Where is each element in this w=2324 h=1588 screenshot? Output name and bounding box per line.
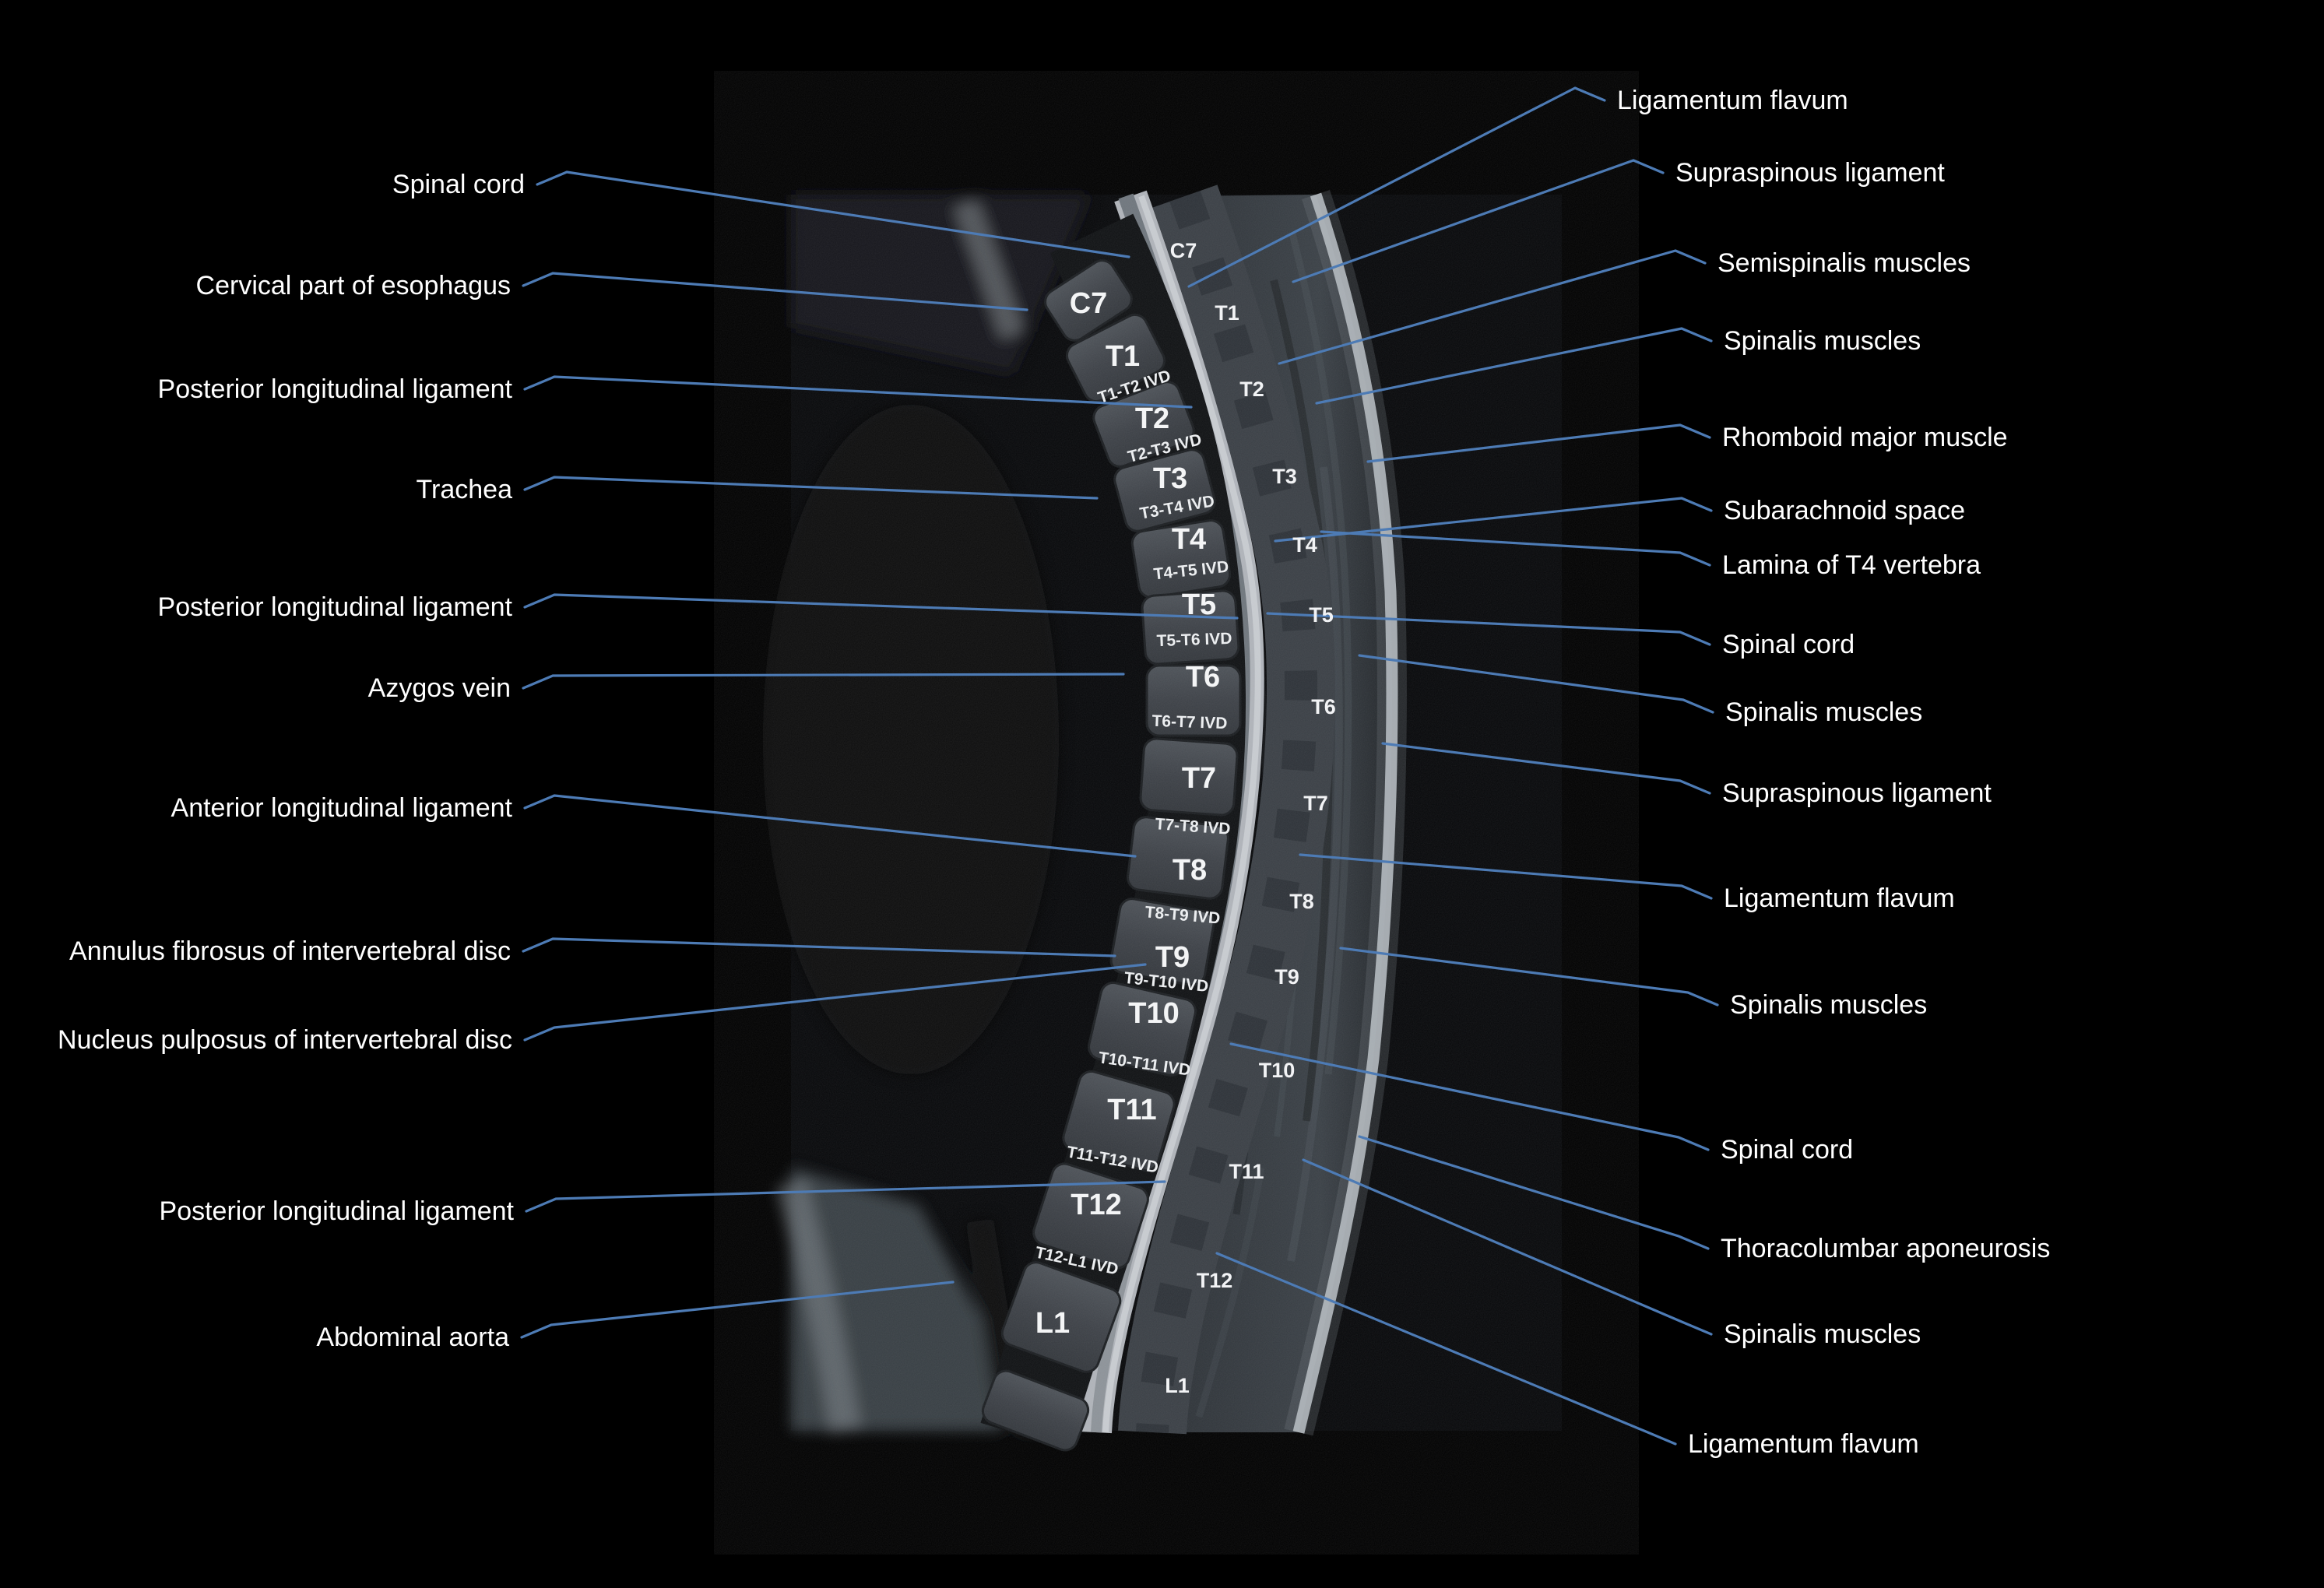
right-leader-line	[1315, 327, 1713, 405]
right-leader-line	[1366, 423, 1711, 463]
left-label: Posterior longitudinal ligament	[158, 374, 513, 404]
canal-label: T10	[1259, 1059, 1296, 1082]
right-label: Lamina of T4 vertebra	[1722, 550, 1981, 580]
right-leader-line	[1299, 853, 1713, 900]
right-leader-line	[1278, 249, 1707, 365]
disc-label: T6-T7 IVD	[1151, 712, 1228, 733]
left-leader-line	[536, 170, 1130, 258]
right-leader-line	[1266, 612, 1711, 646]
left-label: Trachea	[417, 475, 513, 504]
left-leader-line	[520, 1281, 955, 1339]
right-leader-line	[1215, 1252, 1677, 1446]
right-label: Spinalis muscles	[1725, 697, 1922, 727]
left-leader-line	[523, 375, 1193, 409]
vertebra-label: T11	[1107, 1094, 1156, 1126]
left-label: Spinal cord	[392, 170, 525, 199]
canal-label: T11	[1229, 1160, 1264, 1183]
disc-label: T5-T6 IVD	[1156, 630, 1232, 650]
vertebra-label: T1	[1106, 340, 1140, 373]
canal-label: T12	[1197, 1269, 1233, 1292]
right-leader-line	[1358, 654, 1714, 714]
vertebra-label: L1	[1035, 1307, 1070, 1340]
vertebra-label: T12	[1071, 1189, 1121, 1221]
right-label: Ligamentum flavum	[1688, 1429, 1919, 1459]
left-leader-line	[522, 272, 1028, 311]
film-grain	[791, 195, 1562, 1431]
right-label: Spinal cord	[1721, 1135, 1853, 1165]
canal-label: C7	[1170, 239, 1197, 262]
right-leader-line	[1358, 1135, 1710, 1250]
vertebra-label: T10	[1128, 997, 1179, 1030]
vertebra-label: T8	[1173, 854, 1207, 887]
right-label: Thoracolumbar aponeurosis	[1721, 1234, 2050, 1263]
right-leader-line	[1339, 947, 1719, 1007]
left-leader-line	[522, 937, 1116, 957]
canal-label: T5	[1309, 603, 1334, 627]
right-leader-line	[1292, 159, 1665, 283]
vertebra-label: T3	[1153, 462, 1187, 495]
right-label: Rhomboid major muscle	[1722, 423, 2008, 452]
right-label: Subarachnoid space	[1724, 496, 1965, 525]
left-label: Abdominal aorta	[316, 1323, 509, 1352]
left-label: Anterior longitudinal ligament	[171, 793, 513, 823]
left-label: Posterior longitudinal ligament	[158, 592, 513, 622]
leader-lines	[520, 86, 1719, 1446]
right-leader-line	[1229, 1042, 1710, 1151]
canal-label: T9	[1275, 965, 1299, 989]
right-leader-line	[1381, 742, 1711, 795]
right-label: Spinalis muscles	[1724, 326, 1921, 356]
vertebra-label: C7	[1070, 287, 1108, 320]
left-leader-line	[522, 673, 1125, 690]
right-label: Semispinalis muscles	[1718, 248, 1971, 278]
left-leader-line	[523, 476, 1099, 500]
right-label: Spinalis muscles	[1730, 990, 1927, 1020]
canal-label: T8	[1289, 890, 1314, 913]
right-label: Ligamentum flavum	[1617, 86, 1848, 115]
vertebra-label: T2	[1135, 402, 1169, 435]
right-leader-line	[1187, 86, 1606, 288]
left-leader-line	[523, 963, 1147, 1042]
vertebra-label: T6	[1186, 661, 1220, 694]
right-label: Ligamentum flavum	[1724, 884, 1955, 913]
canal-label: T7	[1303, 792, 1328, 815]
canal-label: T4	[1292, 533, 1317, 557]
canal-label: T3	[1272, 465, 1297, 488]
vertebra-label: T4	[1172, 523, 1206, 556]
canal-label: T6	[1311, 695, 1336, 718]
left-label: Nucleus pulposus of intervertebral disc	[58, 1025, 512, 1055]
right-label: Spinalis muscles	[1724, 1319, 1921, 1349]
canal-label: L1	[1165, 1374, 1190, 1397]
left-label: Posterior longitudinal ligament	[160, 1196, 515, 1226]
right-leader-line	[1274, 497, 1713, 543]
left-leader-line	[525, 1180, 1166, 1213]
right-label: Spinal cord	[1722, 630, 1855, 659]
left-leader-line	[523, 794, 1137, 858]
left-leader-line	[523, 593, 1239, 620]
scan-image	[763, 184, 1562, 1452]
right-leader-line	[1302, 1158, 1713, 1336]
canal-label: T2	[1239, 378, 1264, 401]
vertebra-label: T9	[1155, 941, 1190, 974]
left-label: Azygos vein	[368, 673, 511, 703]
vertebra-label: T7	[1182, 762, 1216, 795]
left-label: Cervical part of esophagus	[196, 271, 511, 300]
canal-label: T1	[1215, 301, 1239, 325]
left-label: Annulus fibrosus of intervertebral disc	[69, 936, 511, 966]
right-leader-line	[1320, 530, 1711, 567]
vertebra-label: T5	[1182, 588, 1216, 621]
right-label: Supraspinous ligament	[1722, 778, 1992, 808]
right-label: Supraspinous ligament	[1675, 158, 1945, 188]
